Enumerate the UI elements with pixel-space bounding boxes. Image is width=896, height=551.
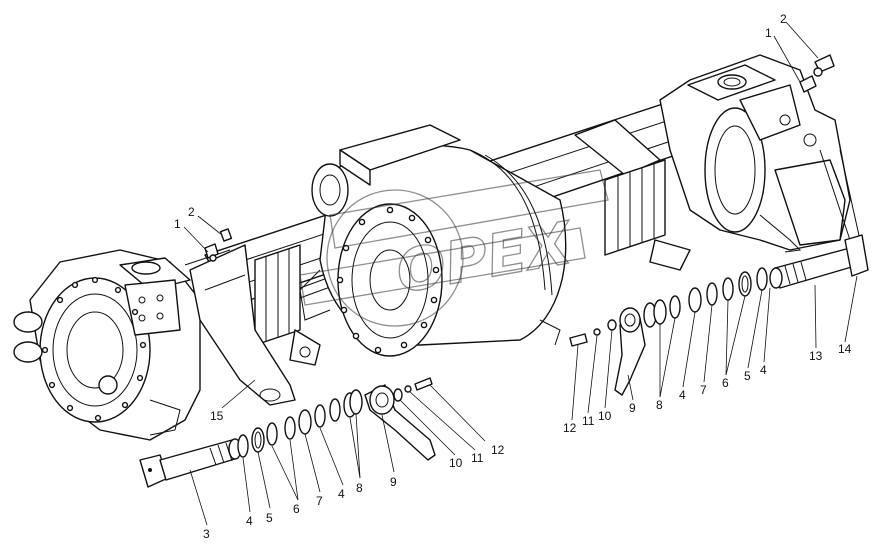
callout-5-b: 5 (744, 369, 751, 383)
callout-4-b: 4 (338, 487, 345, 501)
callout-14: 14 (838, 342, 852, 356)
callout-4-a: 4 (246, 514, 253, 528)
left-ring-stack (237, 389, 363, 458)
callout-6-b: 6 (722, 376, 729, 390)
callout-2-left: 2 (188, 205, 195, 219)
callout-7-b: 7 (700, 383, 707, 397)
callout-9-a: 9 (390, 475, 397, 489)
left-knuckle-housing (13, 249, 231, 441)
callout-8-b: 8 (656, 398, 663, 412)
callout-9-b: 9 (629, 401, 636, 415)
callout-5-a: 5 (266, 511, 273, 525)
right-axle-shaft-13 (769, 234, 869, 289)
callout-4-d: 4 (760, 363, 767, 377)
right-ring-stack (643, 267, 768, 328)
callout-1-right: 1 (765, 26, 772, 40)
right-grease-fitting (799, 54, 835, 93)
callout-11-b: 11 (582, 414, 595, 428)
callout-6-a: 6 (293, 502, 300, 516)
callout-8-a: 8 (356, 481, 363, 495)
callout-12-b: 12 (563, 421, 577, 435)
callout-7-a: 7 (316, 494, 323, 508)
differential-housing (299, 124, 567, 357)
left-steering-lever-9 (364, 377, 436, 461)
right-steering-lever-9 (569, 307, 646, 396)
right-knuckle-housing (659, 54, 861, 253)
callout-3: 3 (203, 527, 210, 541)
callout-10-b: 10 (598, 409, 612, 423)
callout-1-left: 1 (174, 217, 181, 231)
callout-11-a: 11 (471, 451, 484, 465)
callout-4-c: 4 (679, 388, 686, 402)
left-flange-bolts (41, 276, 147, 422)
callout-15: 15 (210, 409, 224, 423)
left-axle-shaft-3 (139, 438, 242, 488)
callout-10-a: 10 (449, 456, 463, 470)
callout-labels: 2 1 2 1 15 3 4 5 6 7 4 8 9 10 11 12 12 1… (174, 12, 852, 541)
callout-13: 13 (809, 349, 823, 363)
left-grease-fitting (204, 228, 233, 262)
beam-brackets (254, 119, 691, 366)
steering-arm-15 (189, 244, 296, 406)
leader-lines (183, 21, 858, 526)
callout-2-right: 2 (780, 12, 787, 26)
callout-12-a: 12 (491, 443, 505, 457)
